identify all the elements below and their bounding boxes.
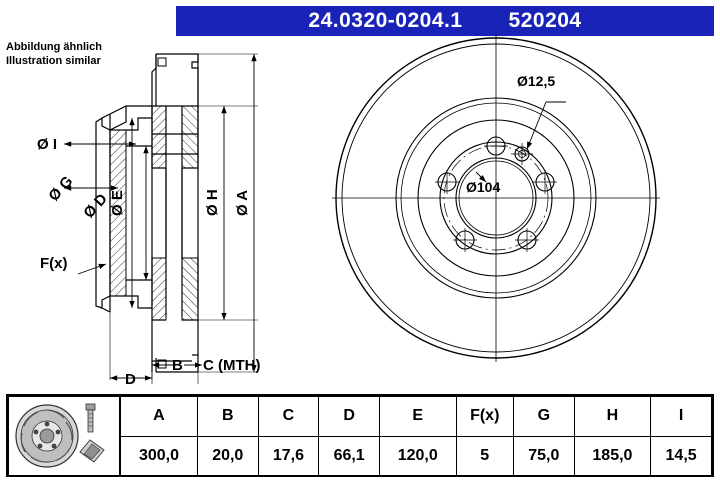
value-E: 120,0 (378, 435, 457, 476)
value-D: 66,1 (318, 435, 380, 476)
label-dia-D: Ø D (80, 190, 111, 221)
centre-cross (332, 34, 660, 362)
col-header-Fx: F(x) (455, 396, 514, 437)
col-header-D: D (318, 396, 380, 437)
illustration-note-de: Abbildung ähnlich (6, 41, 102, 53)
label-hole-diameter: Ø12,5 (517, 73, 555, 89)
technical-drawing: Ø I Ø G Ø D Ø E Ø H Ø A F(x) B C (MTH) D (6, 6, 714, 386)
disc-photo-cell (8, 396, 121, 476)
header-bar: 24.0320-0204.1 520204 (176, 6, 714, 36)
caliper-icon (79, 439, 105, 463)
col-header-C: C (257, 396, 320, 437)
label-dia-H: Ø H (204, 189, 221, 216)
reference-number: 520204 (508, 9, 582, 32)
bolt-holes (435, 134, 557, 252)
label-dim-D-bottom: D (125, 371, 136, 386)
spec-table: A B C D E F(x) G H I 300,0 20,0 17,6 66,… (6, 394, 714, 477)
label-dia-A: Ø A (234, 190, 251, 216)
col-header-G: G (512, 396, 575, 437)
value-A: 300,0 (119, 435, 198, 476)
value-G: 75,0 (512, 435, 575, 476)
disc-face-view (332, 34, 660, 362)
brake-disc-icon (15, 403, 105, 468)
col-header-I: I (650, 396, 712, 437)
dimension-lines (64, 53, 258, 384)
bolt-icon (85, 403, 96, 433)
table-header-row: A B C D E F(x) G H I (8, 396, 712, 476)
value-C: 17,6 (257, 435, 320, 476)
label-bolt-circle: Ø104 (466, 179, 500, 195)
table-value-row: 300,0 20,0 17,6 66,1 120,0 5 75,0 185,0 … (9, 435, 712, 476)
disc-section-view (95, 53, 199, 373)
locating-hole (511, 143, 533, 165)
illustration-note-en: Illustration similar (6, 55, 101, 67)
label-dia-I: Ø I (37, 136, 57, 153)
col-header-B: B (196, 396, 259, 437)
value-Fx: 5 (455, 435, 514, 476)
value-H: 185,0 (573, 435, 652, 476)
illustration-note: Abbildung ähnlich Illustration similar (6, 40, 102, 68)
part-number: 24.0320-0204.1 (308, 9, 463, 32)
col-header-H: H (573, 396, 652, 437)
label-dia-E: Ø E (109, 190, 126, 216)
value-B: 20,0 (196, 435, 259, 476)
label-force-fx: F(x) (40, 255, 68, 272)
col-header-A: A (119, 396, 198, 437)
label-dia-G: Ø G (45, 173, 76, 205)
label-dim-B: B (172, 357, 183, 374)
col-header-E: E (378, 396, 457, 437)
value-I: 14,5 (650, 435, 712, 476)
label-dim-C: C (MTH) (203, 357, 260, 374)
